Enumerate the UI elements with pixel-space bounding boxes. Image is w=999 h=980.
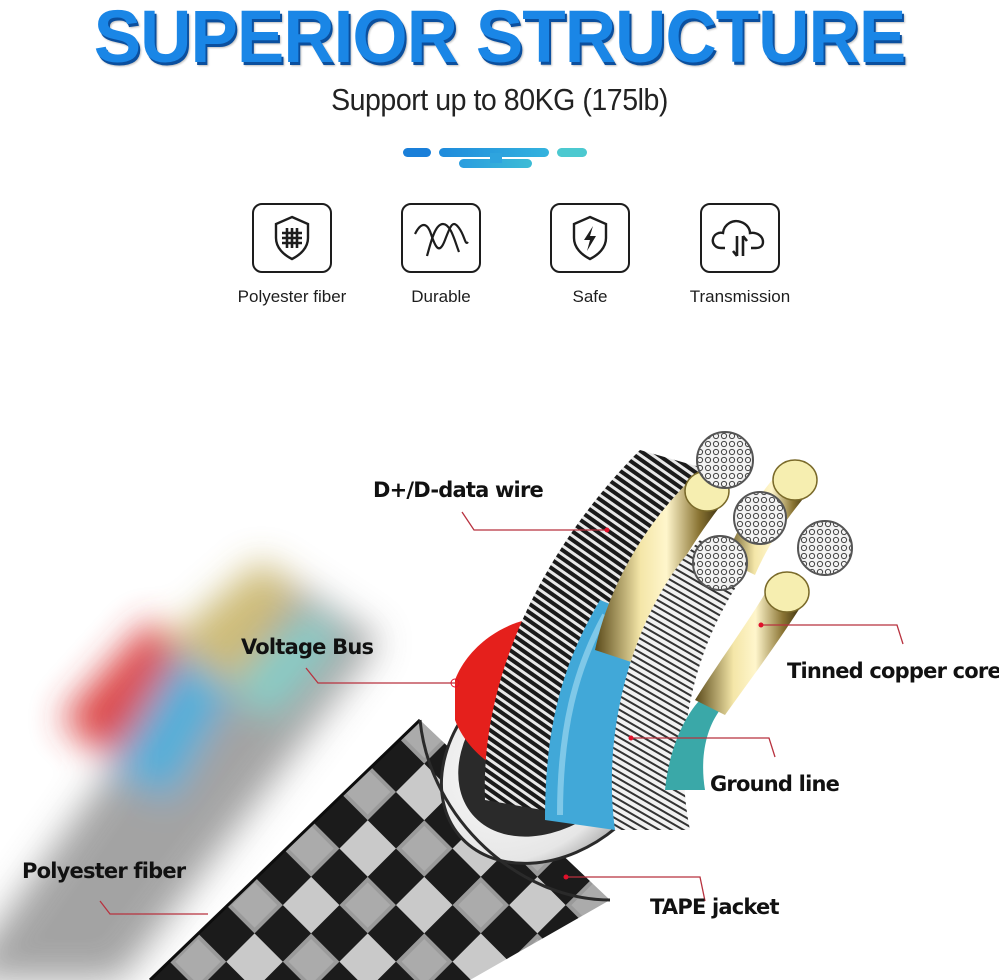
shield-bolt-icon — [550, 203, 630, 273]
feature-label: Transmission — [689, 287, 791, 306]
decorative-divider — [403, 145, 588, 173]
feature-label: Durable — [411, 287, 471, 306]
feature-transmission: Transmission — [660, 203, 820, 307]
callout-tinned-copper-core: Tinned copper core — [787, 659, 999, 683]
feature-durable: Durable — [361, 203, 521, 307]
feature-label: Polyester fiber — [237, 287, 347, 306]
feature-polyester-fiber: Polyester fiber — [212, 203, 372, 307]
callout-voltage-bus: Voltage Bus — [241, 635, 374, 659]
feature-label: Safe — [572, 287, 608, 306]
subtitle: Support up to 80KG (175lb) — [331, 82, 668, 117]
cloud-transfer-icon — [700, 203, 780, 273]
callout-data-wire: D+/D-data wire — [373, 478, 544, 502]
feature-row: Polyester fiber Durable Safe Tra — [0, 203, 999, 313]
shield-grid-icon — [252, 203, 332, 273]
callout-polyester-fiber: Polyester fiber — [22, 859, 186, 883]
cable-illustration — [0, 431, 853, 980]
wave-icon — [401, 203, 481, 273]
callout-tape-jacket: TAPE jacket — [650, 895, 780, 919]
headline: SUPERIOR STRUCTURE — [93, 0, 907, 78]
callout-ground-line: Ground line — [710, 772, 840, 796]
feature-safe: Safe — [510, 203, 670, 307]
